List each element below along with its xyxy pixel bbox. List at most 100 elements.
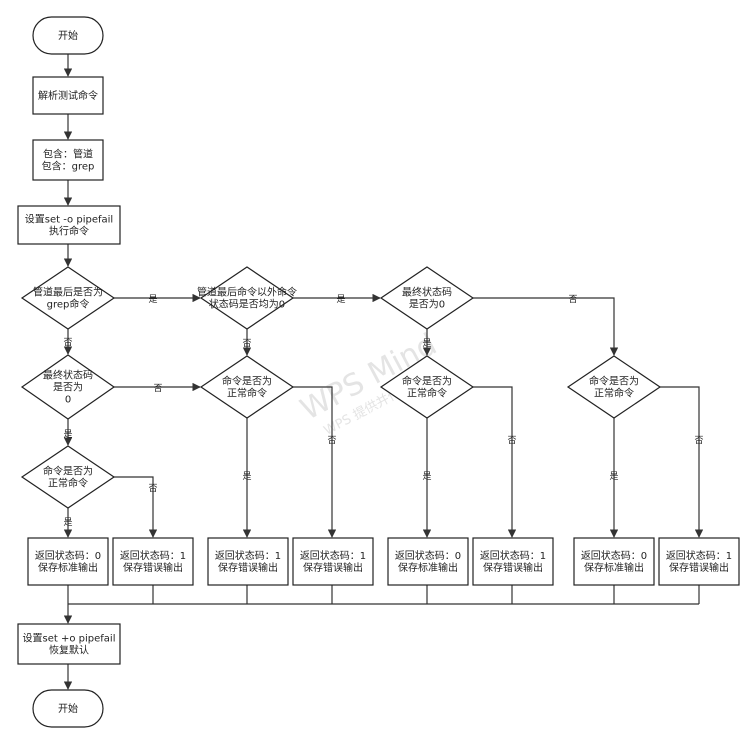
no-label: 否 <box>568 294 577 305</box>
node-label: 执行命令 <box>49 225 89 238</box>
node-label: 正常命令 <box>48 477 88 490</box>
node-label: 开始 <box>58 29 78 42</box>
connector <box>654 386 704 538</box>
node-label: 设置set -o pipefail <box>25 214 113 226</box>
node-label: 保存标准输出 <box>38 561 98 574</box>
no-label: 否 <box>242 338 251 349</box>
node-label: 开始 <box>58 702 78 715</box>
no-label: 否 <box>153 383 162 394</box>
process-shape <box>387 537 469 586</box>
node-label: 管道最后命令以外命令 <box>197 286 297 299</box>
decision-shape <box>379 355 475 419</box>
decision-shape <box>566 355 662 419</box>
node-label: 包含：grep <box>42 160 95 173</box>
connector <box>467 386 517 538</box>
node-label: 是否为 <box>53 382 83 394</box>
node-label: 正常命令 <box>594 387 634 400</box>
process-shape <box>472 537 554 586</box>
no-label: 否 <box>327 435 336 446</box>
yes-label: 是 <box>609 471 618 482</box>
no-label: 否 <box>507 435 516 446</box>
yes-label: 是 <box>242 471 251 482</box>
node-label: 管道最后是否为 <box>33 286 103 299</box>
node-parse: 解析测试命令 <box>32 76 104 115</box>
node-label: 返回状态码：1 <box>120 549 186 562</box>
node-label: 设置set +o pipefail <box>23 633 116 645</box>
yes-label: 是 <box>422 338 431 349</box>
connector <box>473 297 619 356</box>
process-shape <box>17 205 121 245</box>
yes-label: 是 <box>422 471 431 482</box>
decision-shape <box>20 445 116 509</box>
node-label: 返回状态码：1 <box>215 549 281 562</box>
node-label: 状态码是否均为0 <box>209 298 285 311</box>
node-label: 返回状态码：0 <box>581 549 647 562</box>
process-shape <box>573 537 655 586</box>
decision-shape <box>199 355 295 419</box>
node-label: 最终状态码 <box>43 369 93 382</box>
node-label: 返回状态码：0 <box>35 549 101 562</box>
node-label: 保存错误输出 <box>218 561 278 574</box>
node-label: 返回状态码：1 <box>666 549 732 562</box>
process-shape <box>207 537 289 586</box>
node-end: 开始 <box>32 689 104 728</box>
node-label: 返回状态码：1 <box>300 549 366 562</box>
process-shape <box>112 537 194 586</box>
node-label: 命令是否为 <box>589 375 639 388</box>
terminal-shape <box>32 689 104 728</box>
node-label: 返回状态码：0 <box>395 549 461 562</box>
process-shape <box>292 537 374 586</box>
node-label: 保存错误输出 <box>483 561 543 574</box>
node-label: 最终状态码 <box>402 286 452 299</box>
process-shape <box>658 537 740 586</box>
process-shape <box>27 537 109 586</box>
yes-label: 是 <box>63 517 72 528</box>
node-label: grep命令 <box>47 298 90 311</box>
node-label: 命令是否为 <box>43 465 93 478</box>
yes-label: 是 <box>336 294 345 305</box>
node-label: 保存错误输出 <box>123 561 183 574</box>
decision-shape <box>379 266 475 330</box>
decision-shape <box>20 266 116 330</box>
terminal-shape <box>32 16 104 55</box>
node-start: 开始 <box>32 16 104 55</box>
process-shape <box>32 139 104 181</box>
node-label: 包含：管道 <box>43 148 93 161</box>
node-label: 0 <box>65 395 71 406</box>
node-label: 正常命令 <box>227 387 267 400</box>
node-label: 恢复默认 <box>49 644 89 657</box>
node-label: 命令是否为 <box>402 375 452 388</box>
yes-label: 是 <box>63 429 72 440</box>
node-label: 是否为0 <box>409 299 445 311</box>
connector <box>287 386 337 538</box>
node-label: 保存错误输出 <box>669 561 729 574</box>
process-shape <box>32 76 104 115</box>
no-label: 否 <box>63 337 72 348</box>
decision-shape <box>199 266 295 330</box>
node-label: 正常命令 <box>407 387 447 400</box>
node-label: 解析测试命令 <box>38 89 98 102</box>
node-label: 命令是否为 <box>222 375 272 388</box>
node-label: 保存标准输出 <box>398 561 458 574</box>
